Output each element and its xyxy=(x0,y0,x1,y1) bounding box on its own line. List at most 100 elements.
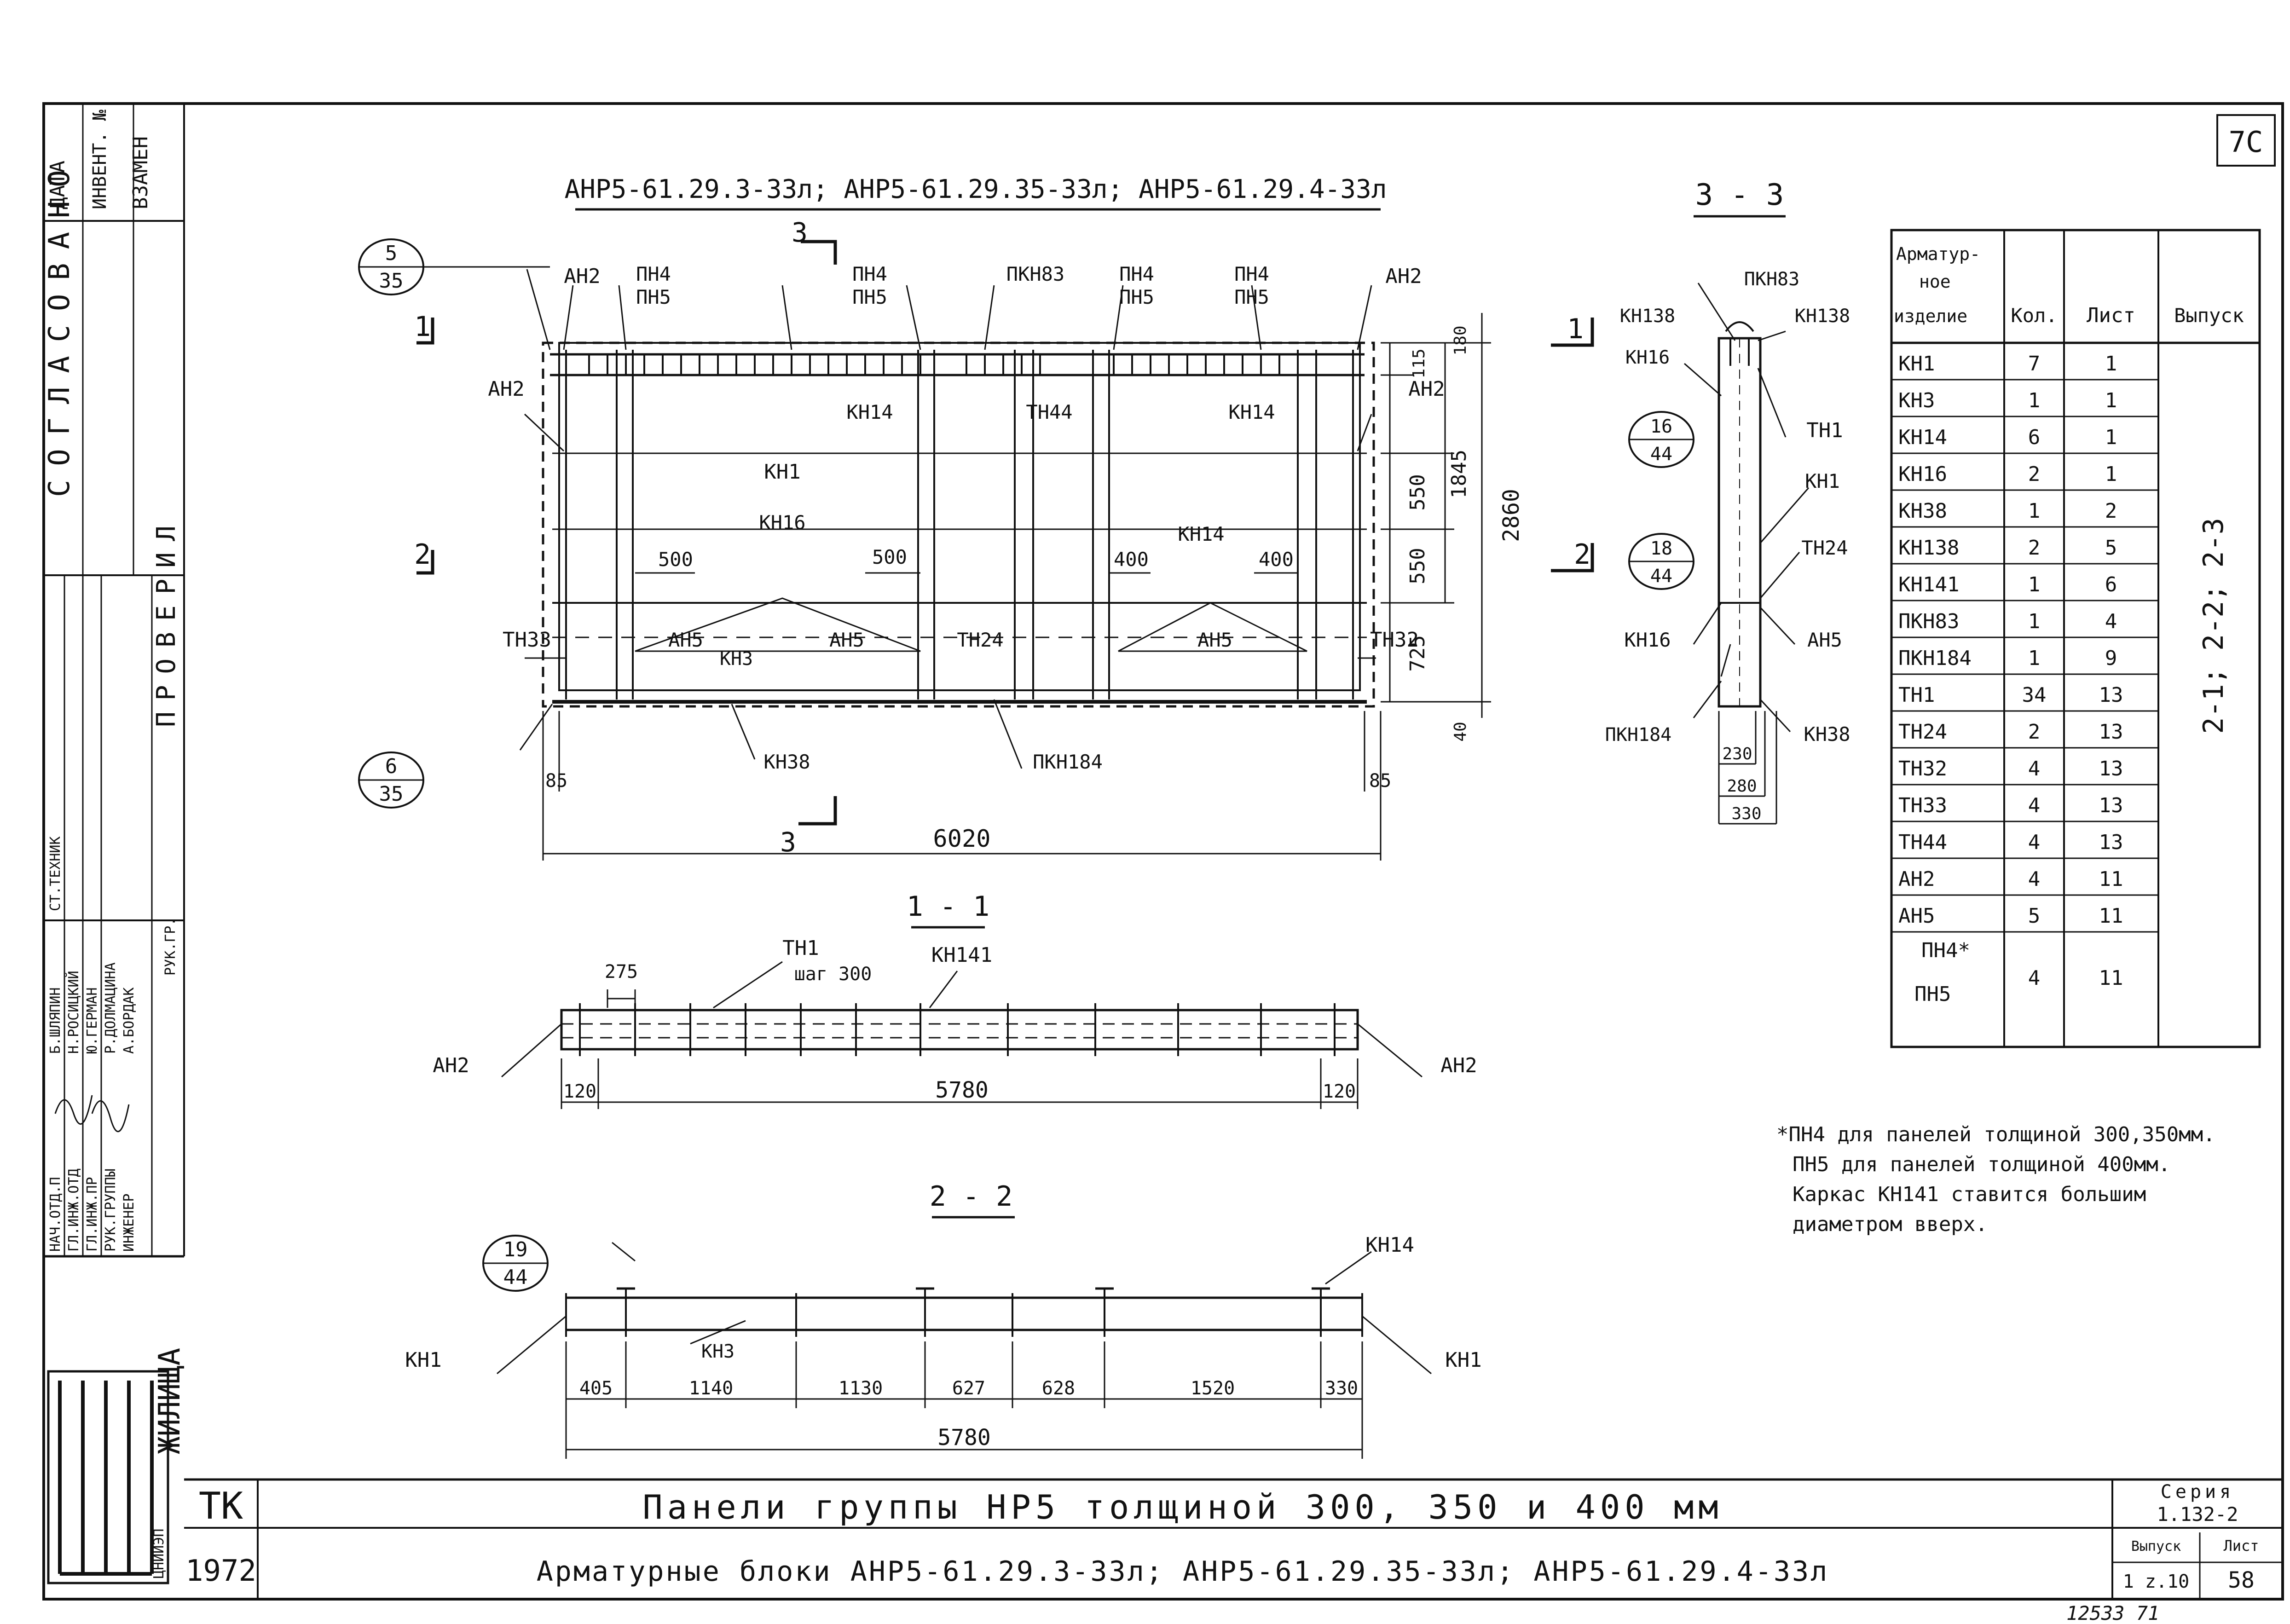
spec-cell-sheet: 9 xyxy=(2105,647,2117,670)
spec-cell-item: ПКН83 xyxy=(1898,610,1959,633)
spec-cell-sheet: 13 xyxy=(2099,720,2123,744)
dim-550b: 550 xyxy=(1406,548,1429,584)
dim-500a: 500 xyxy=(658,548,693,571)
spec-cell-item: ТН24 xyxy=(1898,720,1947,744)
s3-callout-16-bottom: 44 xyxy=(1650,444,1672,465)
spec-cell-item: КН14 xyxy=(1898,426,1947,449)
spec-cell-qty: 5 xyxy=(2028,904,2041,928)
label-kn16: КН16 xyxy=(759,511,805,534)
label-pn5-3: ПН5 xyxy=(1119,286,1154,308)
spec-cell-qty: 2 xyxy=(2028,536,2041,560)
spec-cell-sheet: 1 xyxy=(2105,352,2117,376)
label-kn14-c: КН14 xyxy=(1178,523,1224,545)
spec-cell-qty: 4 xyxy=(2028,794,2041,817)
spec-cell-qty: 2 xyxy=(2028,720,2041,744)
s2-dim-628: 628 xyxy=(1042,1378,1075,1399)
s2-label-kn1-left: КН1 xyxy=(405,1348,441,1372)
s3-callout-16-top: 16 xyxy=(1650,416,1672,437)
margin-inventory: ИНВЕНТ. № xyxy=(89,110,110,209)
cut-2-right: 2 xyxy=(1574,538,1590,571)
s3-label-kn38: КН38 xyxy=(1804,723,1850,746)
section-1-title: 1 - 1 xyxy=(907,890,990,923)
label-pn4-1: ПН4 xyxy=(636,263,671,285)
series-value: 1.132-2 xyxy=(2157,1503,2238,1526)
label-an5-c: АН5 xyxy=(1197,629,1232,651)
spec-cell-item: КН3 xyxy=(1898,389,1935,412)
s2-label-kn14: КН14 xyxy=(1365,1233,1414,1257)
label-an2-top-left: АН2 xyxy=(564,265,600,288)
cut-1-left: 1 xyxy=(414,311,431,343)
section-1-1: 1 - 1 275 ТН1 шаг 300 КН141 АН2 АН2 120 … xyxy=(433,890,1477,1109)
spec-cell-item: ТН32 xyxy=(1898,757,1947,780)
spec-cell-item: ТН44 xyxy=(1898,831,1947,854)
sheet-value: 58 xyxy=(2228,1567,2255,1593)
spec-cell-sheet: 1 xyxy=(2105,389,2117,412)
dim-500b: 500 xyxy=(872,546,907,568)
note-4: диаметром вверх. xyxy=(1793,1213,1988,1236)
sheet-frame xyxy=(42,102,2284,1601)
staff-name-2: Н.РОСИЦКИЙ xyxy=(65,971,82,1054)
section-2-title: 2 - 2 xyxy=(930,1180,1013,1213)
note-3: Каркас КН141 ставится большим xyxy=(1793,1183,2146,1206)
s2-dim-330: 330 xyxy=(1325,1378,1358,1399)
spec-cell-sheet: 6 xyxy=(2105,573,2117,596)
s3-label-th24: ТН24 xyxy=(1801,537,1848,559)
spec-cell-item: ПКН184 xyxy=(1898,647,1972,670)
s3-label-kn16-a: КН16 xyxy=(1625,347,1670,368)
spec-cell-sheet: 11 xyxy=(2099,904,2123,928)
section-2-2: 2 - 2 19 44 КН14 КН1 КН3 КН1 405 1140 11… xyxy=(405,1180,1482,1459)
th-item-2: ное xyxy=(1919,272,1951,292)
s3-label-an5: АН5 xyxy=(1807,629,1842,651)
s2-dim-405: 405 xyxy=(579,1378,613,1399)
spec-cell-qty: 4 xyxy=(2028,757,2041,780)
s3-label-th1: ТН1 xyxy=(1806,419,1843,442)
dim-85a: 85 xyxy=(545,770,567,792)
note-2: ПН5 для панелей толщиной 400мм. xyxy=(1793,1153,2170,1176)
label-kn14-b: КН14 xyxy=(1228,401,1275,423)
s2-dim-1140: 1140 xyxy=(689,1378,733,1399)
s1-label-step: шаг 300 xyxy=(794,964,872,985)
spec-cell-sheet: 13 xyxy=(2099,683,2123,707)
cut-3-top: 3 xyxy=(792,217,808,248)
dim-400a: 400 xyxy=(1114,548,1149,571)
s3-dim-280: 280 xyxy=(1727,777,1757,796)
spec-cell-qty: 1 xyxy=(2028,389,2041,412)
spec-cell-sheet: 2 xyxy=(2105,499,2117,523)
last-row-qty: 4 xyxy=(2028,966,2041,990)
s1-dim-5780: 5780 xyxy=(935,1077,989,1103)
spec-cell-item: КН138 xyxy=(1898,536,1959,560)
label-an5-a: АН5 xyxy=(668,629,703,651)
callout-5-bottom: 35 xyxy=(379,269,404,293)
spec-issue: 2-1; 2-2; 2-3 xyxy=(2197,518,2230,734)
spec-cell-sheet: 13 xyxy=(2099,794,2123,817)
corner-box xyxy=(2216,114,2276,167)
s3-label-pkn184: ПКН184 xyxy=(1605,724,1672,746)
last-row-sheet: 11 xyxy=(2099,966,2123,990)
main-view: АНР5-61.29.3-33л; АНР5-61.29.35-33л; АНР… xyxy=(358,174,1594,861)
s1-label-th1: ТН1 xyxy=(782,936,819,960)
label-an5-b: АН5 xyxy=(829,629,864,651)
th-sheet: Лист xyxy=(2087,304,2135,327)
spec-cell-qty: 4 xyxy=(2028,831,2041,854)
dim-180: 180 xyxy=(1451,325,1470,355)
spec-cell-qty: 34 xyxy=(2022,683,2047,707)
spec-cell-item: КН141 xyxy=(1898,573,1959,596)
spec-cell-qty: 1 xyxy=(2028,499,2041,523)
staff-name-4: Р.ДОЛМАЦИНА xyxy=(103,962,119,1054)
margin-date: ДАТА xyxy=(46,161,69,209)
org-logo: ЖИЛИЩА ЦНИИЭП xyxy=(47,1348,187,1584)
label-pn5-4: ПН5 xyxy=(1234,286,1269,308)
s2-label-kn1-right: КН1 xyxy=(1445,1348,1481,1372)
label-pn4-4: ПН4 xyxy=(1234,263,1269,285)
staff-role-3: ГЛ.ИНЖ.ПР xyxy=(84,1177,100,1252)
staff-name-3: Ю.ГЕРМАН xyxy=(84,988,100,1054)
notes: *ПН4 для панелей толщиной 300,350мм. ПН5… xyxy=(1776,1123,2215,1236)
dim-40: 40 xyxy=(1451,722,1470,741)
spec-cell-sheet: 13 xyxy=(2099,757,2123,780)
th-issue: Выпуск xyxy=(2174,304,2244,327)
last-row-item2: ПН5 xyxy=(1914,982,1951,1006)
cut-3-bottom: 3 xyxy=(780,826,796,858)
series-label: Серия xyxy=(2161,1481,2234,1503)
